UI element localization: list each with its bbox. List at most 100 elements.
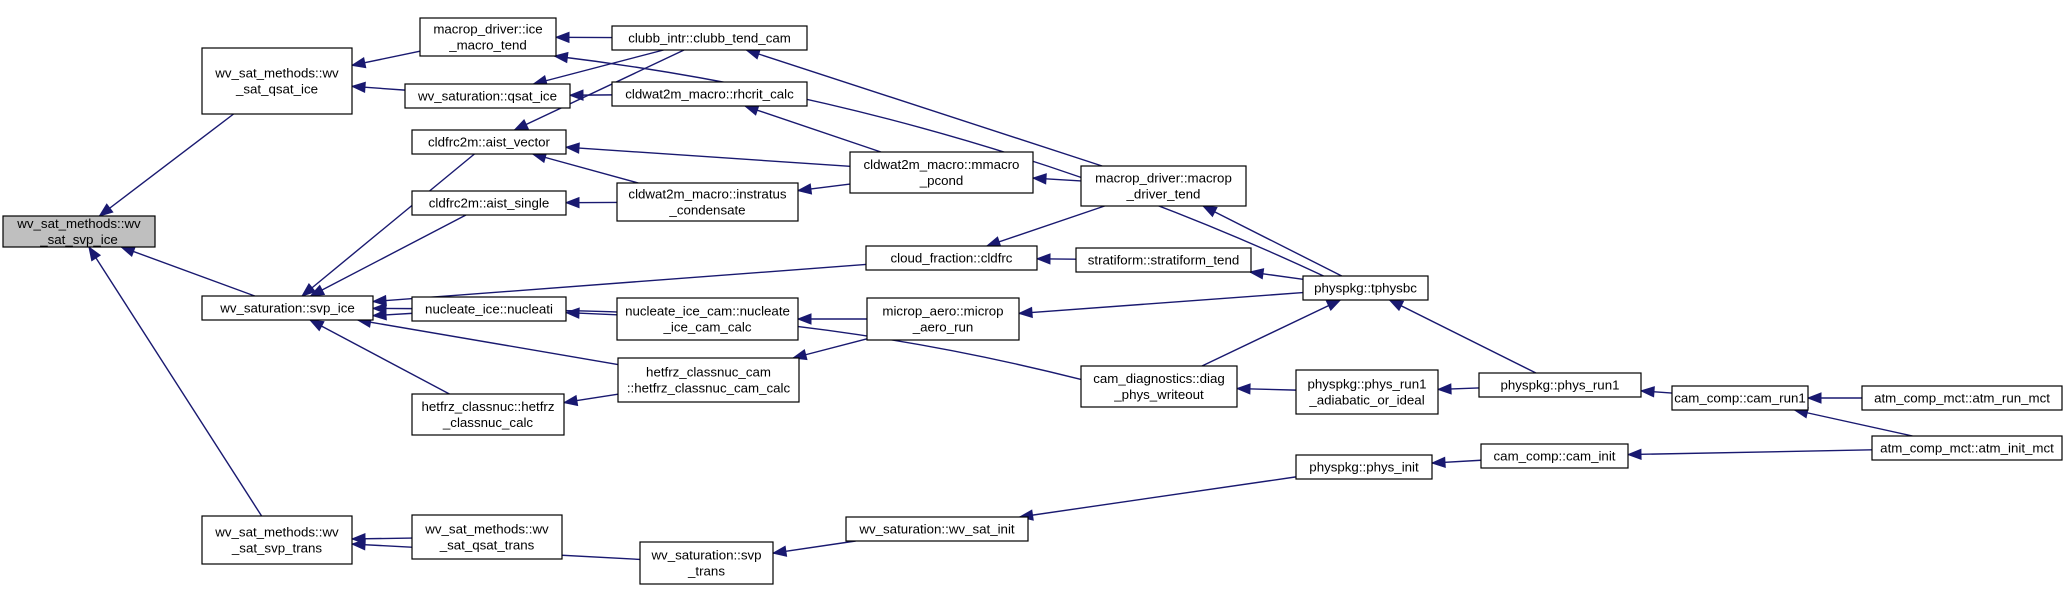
arrowhead [1388, 299, 1405, 312]
node-box [849, 151, 1034, 194]
node-label: stratiform::stratiform_tend [1088, 252, 1239, 267]
call-edge [98, 113, 235, 217]
graph-node-n27[interactable]: physpkg::phys_init [1295, 454, 1433, 480]
node-label: microp_aero::microp [882, 303, 1003, 318]
node-label: _driver_tend [1126, 186, 1201, 201]
node-box [419, 17, 557, 57]
graph-node-n13[interactable]: cloud_fraction::cldfrc [865, 245, 1038, 271]
graph-node-n25[interactable]: atm_comp_mct::atm_run_mct [1861, 385, 2063, 411]
call-edge [744, 105, 882, 153]
node-box [1871, 435, 2063, 461]
call-edge [88, 246, 263, 517]
arrowhead [564, 307, 580, 319]
graph-node-n2[interactable]: wv_saturation::svp_ice [201, 295, 374, 321]
node-box [404, 83, 571, 109]
node-label: wv_sat_methods::wv [214, 65, 339, 80]
graph-node-n17[interactable]: nucleate_ice_cam::nucleate_ice_cam_calc [616, 297, 799, 341]
graph-node-n21[interactable]: cam_diagnostics::diag_phys_writeout [1080, 365, 1238, 408]
arrowhead [1031, 173, 1047, 185]
arrowhead [513, 119, 530, 131]
arrowhead [88, 245, 102, 262]
graph-node-n11[interactable]: cldwat2m_macro::mmacro_pcond [849, 151, 1034, 194]
node-box [411, 514, 563, 560]
call-edge [514, 49, 685, 131]
graph-node-n29[interactable]: wv_saturation::wv_sat_init [845, 516, 1029, 542]
node-box [411, 190, 567, 216]
arrowhead [1248, 268, 1265, 280]
arrowhead [791, 349, 808, 361]
arrowhead [744, 48, 761, 60]
node-label: _phys_writeout [1113, 387, 1204, 402]
node-label: cloud_fraction::cldfrc [891, 250, 1013, 265]
graph-node-n18[interactable]: microp_aero::microp_aero_run [866, 297, 1020, 341]
graph-node-n12[interactable]: macrop_driver::macrop_driver_tend [1080, 165, 1247, 207]
call-edge [1201, 299, 1341, 367]
call-edge [1202, 205, 1343, 277]
graph-node-n23[interactable]: physpkg::phys_run1 [1478, 372, 1642, 398]
node-box [845, 516, 1029, 542]
arrowhead [564, 142, 580, 154]
node-box [411, 296, 567, 322]
graph-node-n5[interactable]: wv_saturation::qsat_ice [404, 83, 571, 109]
node-label: _sat_qsat_trans [439, 537, 535, 552]
arrowhead [300, 282, 317, 297]
node-label: cldfrc2m::aist_vector [428, 134, 550, 149]
arrowhead [1806, 392, 1822, 404]
arrowhead [1639, 386, 1655, 398]
graph-node-n30[interactable]: wv_saturation::svp_trans [639, 541, 774, 585]
graph-node-n0: wv_sat_methods::wv_sat_svp_ice [2, 215, 156, 248]
node-label: physpkg::phys_init [1309, 459, 1419, 474]
arrowhead [796, 313, 812, 325]
call-edge [532, 153, 639, 184]
arrowhead [568, 89, 584, 101]
arrowhead [1035, 253, 1051, 265]
graph-node-n1[interactable]: wv_sat_methods::wv_sat_qsat_ice [201, 47, 353, 115]
node-label: physpkg::phys_run1 [1307, 376, 1426, 391]
node-box [1295, 454, 1433, 480]
node-label: _ice_cam_calc [663, 319, 752, 334]
graph-node-n10[interactable]: cldwat2m_macro::instratus_condensate [616, 182, 799, 222]
arrowhead [1430, 456, 1446, 469]
node-label: _classnuc_calc [442, 415, 534, 430]
node-label: hetfrz_classnuc::hetfrz [421, 399, 554, 414]
graph-node-n20[interactable]: hetfrz_classnuc_cam::hetfrz_classnuc_cam… [617, 357, 800, 403]
node-label: wv_sat_methods::wv [16, 216, 141, 231]
node-box [617, 357, 800, 403]
graph-node-n31[interactable]: wv_sat_methods::wv_sat_qsat_trans [411, 514, 563, 560]
node-label: nucleate_ice::nucleati [425, 301, 553, 316]
call-edge [372, 263, 867, 303]
graph-node-n19[interactable]: hetfrz_classnuc::hetfrz_classnuc_calc [411, 393, 565, 436]
graph-node-n26[interactable]: atm_comp_mct::atm_init_mct [1871, 435, 2063, 461]
graph-node-n15[interactable]: physpkg::tphysbc [1302, 275, 1429, 301]
graph-node-n22[interactable]: physpkg::phys_run1_adiabatic_or_ideal [1295, 369, 1439, 415]
node-box [201, 515, 353, 565]
node-label: wv_saturation::svp_ice [219, 300, 355, 315]
node-label: _trans [687, 563, 725, 578]
call-edge [1627, 449, 1873, 456]
node-label: atm_comp_mct::atm_init_mct [1880, 440, 2054, 455]
graph-node-n4[interactable]: macrop_driver::ice_macro_tend [419, 17, 557, 57]
node-box [2, 215, 156, 248]
graph-node-n28[interactable]: cam_comp::cam_init [1480, 443, 1629, 469]
graph-node-n3[interactable]: wv_sat_methods::wv_sat_svp_trans [201, 515, 353, 565]
node-box [616, 297, 799, 341]
node-label: atm_comp_mct::atm_run_mct [1874, 390, 2050, 405]
node-box [865, 245, 1038, 271]
node-label: wv_saturation::qsat_ice [417, 88, 557, 103]
call-edge [1794, 409, 1913, 437]
graph-node-n7[interactable]: cldwat2m_macro::rhcrit_calc [611, 81, 808, 107]
node-label: physpkg::tphysbc [1314, 280, 1417, 295]
node-label: wv_sat_methods::wv [424, 521, 549, 536]
call-edge [1018, 291, 1304, 315]
call-edge [554, 55, 1324, 277]
call-edge [357, 319, 619, 366]
graph-node-n14[interactable]: stratiform::stratiform_tend [1075, 247, 1252, 273]
graph-node-n9[interactable]: cldfrc2m::aist_single [411, 190, 567, 216]
graph-node-n24[interactable]: cam_comp::cam_run1 [1671, 385, 1809, 411]
graph-node-n6[interactable]: clubb_intr::clubb_tend_cam [611, 25, 808, 51]
graph-node-n16[interactable]: nucleate_ice::nucleati [411, 296, 567, 322]
graph-node-n8[interactable]: cldfrc2m::aist_vector [411, 129, 567, 155]
call-edge [746, 49, 1103, 167]
call-edge [565, 146, 851, 168]
